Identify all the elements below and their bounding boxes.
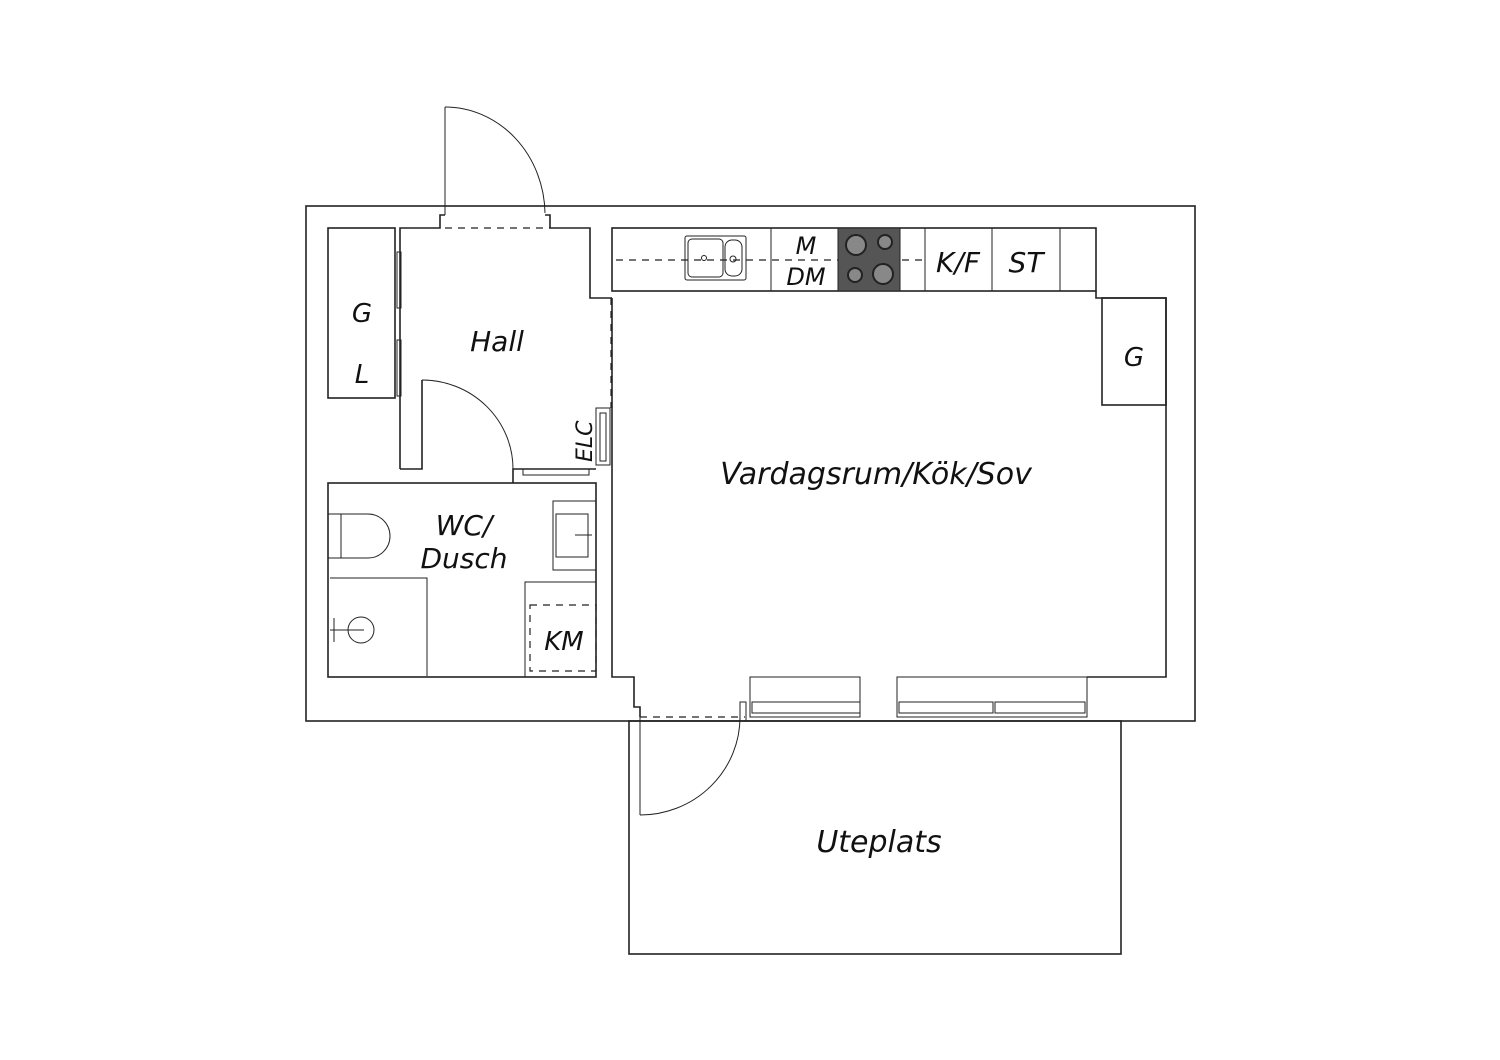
room-label-wc: WC/ (436, 509, 495, 542)
entrance-door[interactable] (444, 106, 546, 215)
room-label-living: Vardagsrum/Kök/Sov (720, 457, 1033, 492)
toilet-icon (328, 513, 391, 559)
microwave-label: M (796, 232, 817, 260)
dishwasher-label: DM (786, 263, 825, 291)
wardrobe-right-label: G (1124, 343, 1144, 373)
washing-machine (524, 581, 597, 678)
elc-label: ELC (573, 420, 598, 462)
living-wall-left (611, 298, 641, 717)
wardrobe-left (327, 227, 396, 399)
room-label-patio: Uteplats (816, 825, 941, 860)
wc-room (327, 482, 597, 678)
wardrobe-g-label: G (352, 299, 372, 329)
wardrobe-l-label: L (355, 360, 370, 390)
wardrobe-right (1101, 297, 1167, 406)
tall-cabinet-label: ST (1009, 246, 1046, 279)
window (749, 676, 861, 718)
patio (628, 720, 1122, 955)
fridge-freezer-label: K/F (936, 246, 981, 279)
room-label-dusch: Dusch (420, 542, 507, 575)
wc-door[interactable] (400, 379, 596, 483)
shower-icon (330, 577, 428, 676)
hob-icon (837, 227, 901, 292)
hall-wall-right (545, 214, 612, 299)
washbasin-icon (552, 500, 597, 571)
room-label-hall: Hall (470, 325, 524, 358)
electric-cabinet (595, 407, 611, 466)
patio-door[interactable] (639, 701, 747, 816)
km-label: KM (544, 627, 583, 657)
sink-icon (684, 235, 747, 281)
window (896, 676, 1088, 718)
